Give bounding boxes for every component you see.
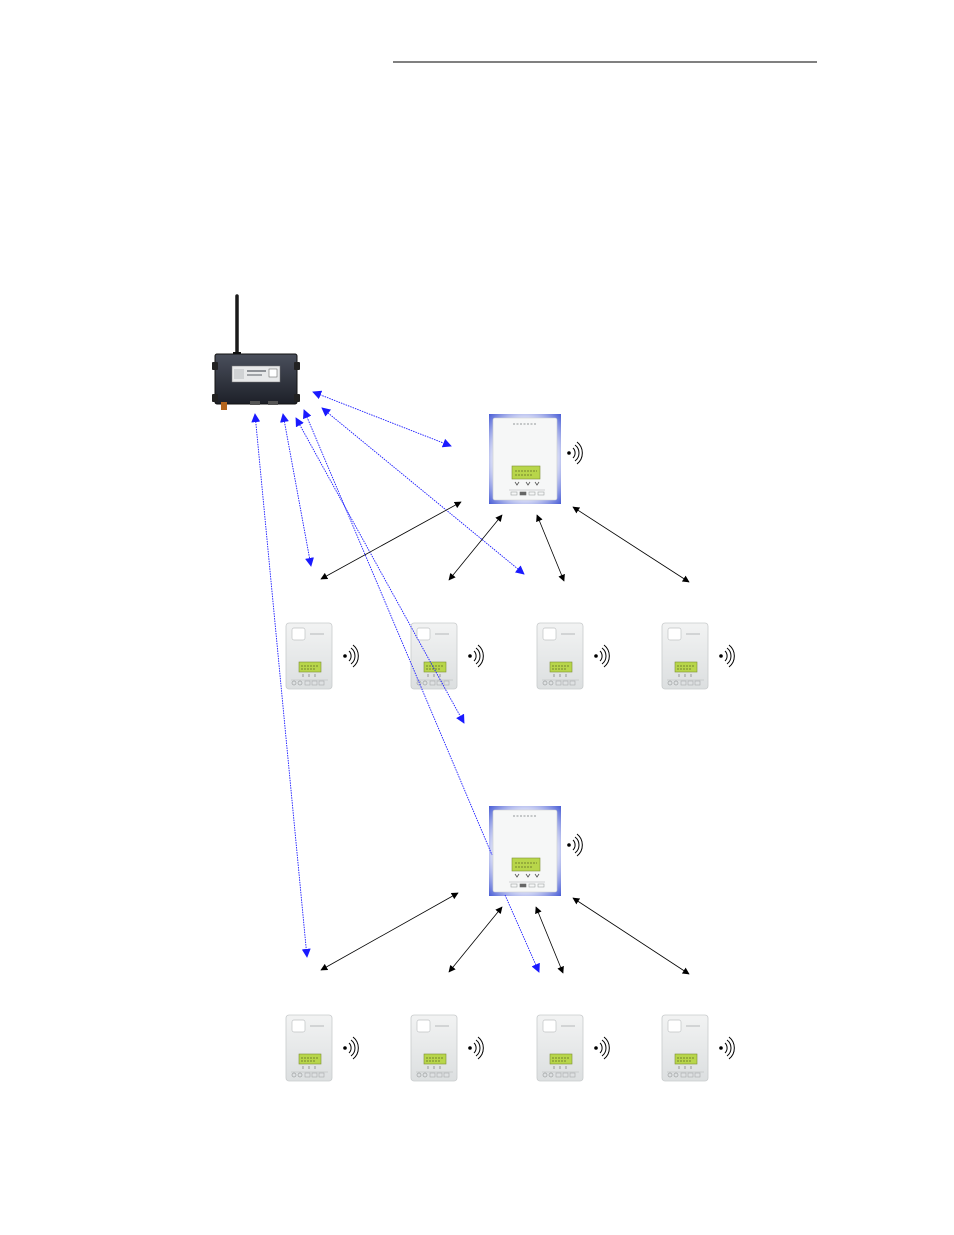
thermostat-tstat-2-1 xyxy=(286,1015,358,1081)
wireless-signal-icon xyxy=(468,1037,483,1059)
gateway-link-tstat-2-3 xyxy=(505,895,539,972)
gateway-device xyxy=(212,296,300,410)
controller-link-tstat-2-1 xyxy=(321,893,458,970)
controller-1 xyxy=(489,414,582,504)
wireless-signal-icon xyxy=(719,645,734,667)
controller-link-tstat-1-4 xyxy=(573,507,689,582)
wireless-signal-icon xyxy=(343,1037,358,1059)
thermostat-tstat-1-2 xyxy=(411,623,483,689)
gateway-link-tstat-1-1 xyxy=(283,414,311,566)
thermostat-tstat-1-1 xyxy=(286,623,358,689)
wireless-signal-icon xyxy=(719,1037,734,1059)
thermostat-tstat-2-2 xyxy=(411,1015,483,1081)
controller-link-tstat-2-4 xyxy=(573,898,689,974)
controller-2 xyxy=(489,806,582,896)
thermostat-tstat-2-4 xyxy=(662,1015,734,1081)
controller-link-tstat-1-3 xyxy=(537,515,564,581)
thermostat-tstat-1-4 xyxy=(662,623,734,689)
wireless-signal-icon xyxy=(468,645,483,667)
controller-links xyxy=(321,502,689,974)
controller-link-tstat-2-2 xyxy=(449,907,502,972)
wireless-signal-icon xyxy=(594,1037,609,1059)
controller-link-tstat-1-1 xyxy=(321,502,461,579)
controller-link-tstat-1-2 xyxy=(449,515,502,580)
gateway-link-controller-1 xyxy=(313,392,451,446)
wireless-signal-icon xyxy=(567,834,582,856)
thermostat-tstat-2-3 xyxy=(537,1015,609,1081)
wireless-signal-icon xyxy=(594,645,609,667)
wireless-signal-icon xyxy=(567,442,582,464)
thermostat-tstat-1-3 xyxy=(537,623,609,689)
controller-link-tstat-2-3 xyxy=(536,907,563,973)
wireless-signal-icon xyxy=(343,645,358,667)
